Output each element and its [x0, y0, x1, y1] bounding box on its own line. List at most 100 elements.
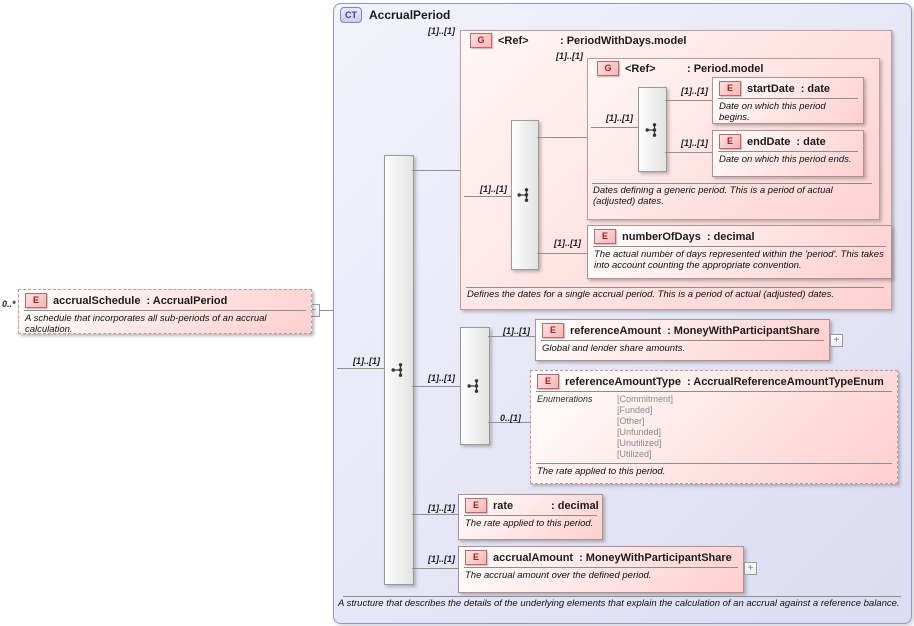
enumeration-value: [Unutilized] — [617, 438, 662, 448]
cardinality-referenceamount: [1]..[1] — [503, 326, 530, 336]
cardinality-numberofdays: [1]..[1] — [554, 238, 581, 248]
element-box-rate[interactable]: E rate : decimal The rate applied to thi… — [458, 494, 603, 540]
element-annotation: A schedule that incorporates all sub-per… — [25, 313, 267, 334]
cardinality-main-sequence: [1]..[1] — [353, 356, 380, 366]
element-name: referenceAmountType — [565, 375, 681, 388]
divider — [718, 98, 858, 99]
element-box-accrualamount[interactable]: E accrualAmount : MoneyWithParticipantSh… — [458, 546, 744, 593]
element-header: E accrualAmount : MoneyWithParticipantSh… — [459, 547, 743, 567]
divider — [464, 515, 597, 516]
group-annotation: Dates defining a generic period. This is… — [593, 185, 833, 207]
connector-line — [665, 152, 712, 153]
complex-type-badge: CT — [340, 7, 362, 23]
connector-line — [320, 310, 333, 311]
group-badge: G — [470, 33, 492, 48]
expand-icon[interactable]: + — [744, 562, 757, 575]
element-badge: E — [542, 323, 564, 338]
divider — [536, 463, 892, 464]
group-type: : PeriodWithDays.model — [560, 34, 687, 47]
sequence-compositor-main[interactable] — [384, 155, 414, 585]
group-header: G <Ref> : PeriodWithDays.model — [470, 33, 686, 48]
connector-line — [412, 386, 460, 387]
cardinality-periodwithdays-group: [1]..[1] — [428, 26, 455, 36]
divider — [464, 567, 738, 568]
cardinality-accrualamount: [1]..[1] — [428, 554, 455, 564]
group-name: <Ref> — [498, 34, 529, 47]
divider — [718, 151, 858, 152]
enumeration-value: [Commitment] — [617, 394, 674, 404]
element-header: E referenceAmount : MoneyWithParticipant… — [536, 320, 829, 340]
element-badge: E — [465, 550, 487, 565]
cardinality-amounts-sequence: [1]..[1] — [428, 373, 455, 383]
cardinality-enddate: [1]..[1] — [681, 138, 708, 148]
element-type: : MoneyWithParticipantShare — [579, 551, 732, 564]
sequence-icon — [467, 379, 479, 393]
element-header: E endDate : date — [713, 131, 863, 151]
sequence-icon — [645, 122, 656, 137]
element-header: E referenceAmountType : AccrualReference… — [531, 371, 897, 391]
element-badge: E — [465, 498, 487, 513]
element-box-referenceamounttype[interactable]: E referenceAmountType : AccrualReference… — [530, 370, 898, 484]
element-type: : AccrualReferenceAmountTypeEnum — [686, 375, 884, 388]
cardinality-periodwithdays-sequence: [1]..[1] — [480, 184, 507, 194]
element-name: startDate — [747, 82, 795, 95]
enumeration-value: [Other] — [617, 416, 645, 426]
connector-line — [537, 253, 587, 254]
element-type: : date — [796, 135, 826, 148]
element-name: accrualSchedule — [53, 294, 141, 307]
sequence-compositor-period[interactable] — [638, 87, 667, 172]
element-header: E rate : decimal — [459, 495, 602, 515]
group-header: G <Ref> : Period.model — [597, 61, 763, 76]
cardinality-rate: [1]..[1] — [428, 503, 455, 513]
connector-line — [412, 568, 458, 569]
complex-type-header: CT AccrualPeriod — [340, 7, 450, 23]
element-badge: E — [719, 81, 741, 96]
element-annotation: The rate applied to this period. — [465, 518, 594, 529]
element-annotation: Date on which this period ends. — [719, 154, 852, 165]
cardinality-period-group: [1]..[1] — [556, 51, 583, 61]
cardinality-accrualschedule: 0..* — [2, 299, 16, 309]
element-annotation: Global and lender share amounts. — [542, 343, 686, 354]
sequence-icon — [391, 363, 403, 377]
element-box-referenceamount[interactable]: E referenceAmount : MoneyWithParticipant… — [535, 319, 830, 361]
element-box-enddate[interactable]: E endDate : date Date on which this peri… — [712, 130, 864, 177]
element-badge: E — [719, 134, 741, 149]
group-name: <Ref> — [625, 62, 656, 75]
cardinality-referenceamounttype: 0..[1] — [500, 413, 522, 423]
enumerations-section: Enumerations [Commitment] [Funded] [Othe… — [531, 392, 897, 463]
element-name: referenceAmount — [570, 324, 662, 337]
element-header: E startDate : date — [713, 78, 863, 98]
connector-line — [412, 170, 460, 171]
element-badge: E — [594, 229, 616, 244]
element-annotation: Date on which this period begins. — [719, 101, 826, 123]
connector-line — [488, 422, 530, 423]
group-footer: Dates defining a generic period. This is… — [592, 183, 872, 207]
divider — [541, 340, 824, 341]
expand-icon[interactable]: + — [830, 334, 843, 347]
element-box-numberofdays[interactable]: E numberOfDays : decimal The actual numb… — [587, 225, 892, 279]
element-annotation: The accrual amount over the defined peri… — [465, 570, 652, 581]
complex-type-footer: A structure that describes the details o… — [338, 596, 906, 610]
element-box-accrualschedule[interactable]: E accrualSchedule : AccrualPeriod A sche… — [18, 289, 312, 334]
enumerations-values: [Commitment] [Funded] [Other] [Unfunded]… — [617, 394, 673, 460]
element-header: E accrualSchedule : AccrualPeriod — [19, 290, 311, 310]
group-badge: G — [597, 61, 619, 76]
divider — [466, 287, 884, 288]
connector-line — [591, 127, 638, 128]
group-annotation: Defines the dates for a single accrual p… — [467, 289, 835, 300]
cardinality-startdate: [1]..[1] — [681, 86, 708, 96]
sequence-compositor-periodwithdays[interactable] — [511, 120, 539, 270]
element-type: : MoneyWithParticipantShare — [667, 324, 820, 337]
element-name: rate — [493, 499, 514, 512]
element-badge: E — [537, 374, 559, 389]
element-header: E numberOfDays : decimal — [588, 226, 891, 246]
enumeration-value: [Unfunded] — [617, 427, 662, 437]
sequence-compositor-amounts[interactable] — [460, 327, 490, 445]
element-name: endDate — [747, 135, 791, 148]
divider — [24, 310, 306, 311]
enumeration-value: [Utilized] — [617, 449, 652, 459]
connector-line — [337, 368, 384, 369]
complex-type-title: AccrualPeriod — [369, 8, 451, 22]
group-footer: Defines the dates for a single accrual p… — [466, 287, 884, 301]
element-box-startdate[interactable]: E startDate : date Date on which this pe… — [712, 77, 864, 124]
